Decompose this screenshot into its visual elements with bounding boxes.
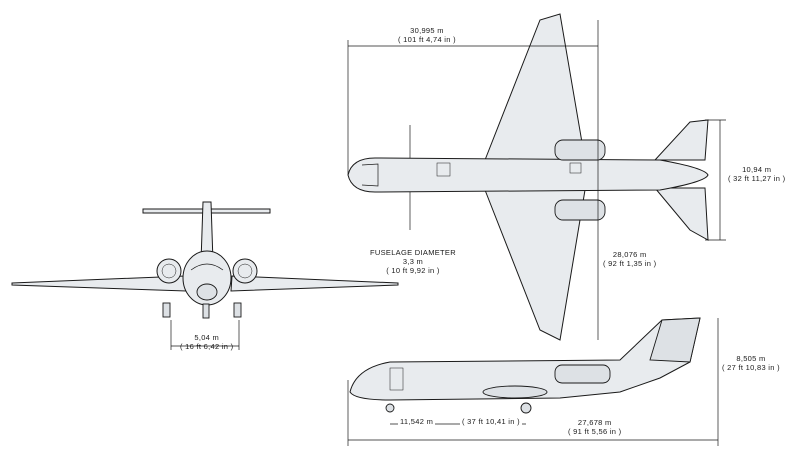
front-right-engine-fan — [237, 263, 253, 279]
front-right-engine — [232, 258, 258, 284]
top-lower-engine — [554, 199, 606, 221]
tail-span-imperial: ( 32 ft 11,27 in ) — [728, 174, 786, 183]
height-metric: 8,505 m — [736, 354, 766, 363]
front-nose — [196, 283, 218, 301]
side-length-imperial: ( 91 ft 5,56 in ) — [568, 427, 622, 436]
fuselage-diameter-imperial: ( 10 ft 9,92 in ) — [386, 266, 440, 275]
front-right-gear — [233, 302, 242, 318]
side-door — [389, 367, 404, 391]
front-left-engine-fan — [161, 263, 177, 279]
side-wing-root — [482, 385, 548, 399]
front-left-gear — [162, 302, 171, 318]
top-upper-engine — [554, 139, 606, 161]
side-nose-wheel — [385, 403, 395, 413]
top-cockpit — [361, 163, 379, 187]
front-left-engine — [156, 258, 182, 284]
side-view — [347, 317, 719, 446]
top-length-metric: 28,076 m — [612, 250, 647, 259]
front-right-wing — [230, 275, 399, 292]
side-length-label: 27,678 m ( 91 ft 5,56 in ) — [568, 418, 621, 436]
front-track-label: 5,04 m ( 16 ft 6,42 in ) — [180, 333, 233, 351]
front-nose-gear — [202, 303, 210, 319]
wheelbase-label: 11,542 m — [398, 417, 436, 426]
top-upper-wing — [484, 13, 586, 161]
height-imperial: ( 27 ft 10,83 in ) — [722, 363, 780, 372]
wheelbase-imperial-label: ( 37 ft 10,41 in ) — [460, 417, 522, 426]
height-label: 8,505 m ( 27 ft 10,83 in ) — [722, 354, 780, 372]
top-upper-tailplane — [653, 119, 709, 161]
fuselage-diameter-metric: 3,3 m — [402, 257, 424, 266]
top-view — [347, 13, 726, 341]
front-view — [11, 201, 399, 350]
front-track-imperial: ( 16 ft 6,42 in ) — [180, 342, 234, 351]
side-engine — [554, 364, 611, 384]
wheelbase-metric: 11,542 m — [400, 417, 434, 426]
top-length-label: 28,076 m ( 92 ft 1,35 in ) — [603, 250, 656, 268]
front-windscreen — [190, 263, 224, 271]
side-main-wheel — [520, 402, 532, 414]
tail-span-metric: 10,94 m — [742, 165, 772, 174]
top-fuselage — [347, 157, 709, 193]
top-door-right — [569, 162, 582, 174]
fuselage-diameter-label: FUSELAGE DIAMETER 3,3 m ( 10 ft 9,92 in … — [370, 248, 456, 275]
side-fin — [649, 317, 701, 363]
top-lower-tailplane — [653, 187, 709, 241]
span-label: 30,995 m ( 101 ft 4,74 in ) — [398, 26, 456, 44]
tail-span-label: 10,94 m ( 32 ft 11,27 in ) — [728, 165, 785, 183]
span-imperial: ( 101 ft 4,74 in ) — [398, 35, 456, 44]
span-metric: 30,995 m — [410, 26, 444, 35]
wheelbase-imperial: ( 37 ft 10,41 in ) — [462, 417, 520, 426]
front-track-metric: 5,04 m — [194, 333, 220, 342]
side-length-metric: 27,678 m — [577, 418, 612, 427]
fuselage-diameter-title: FUSELAGE DIAMETER — [370, 248, 456, 257]
top-door-left — [436, 162, 451, 177]
top-length-imperial: ( 92 ft 1,35 in ) — [603, 259, 657, 268]
